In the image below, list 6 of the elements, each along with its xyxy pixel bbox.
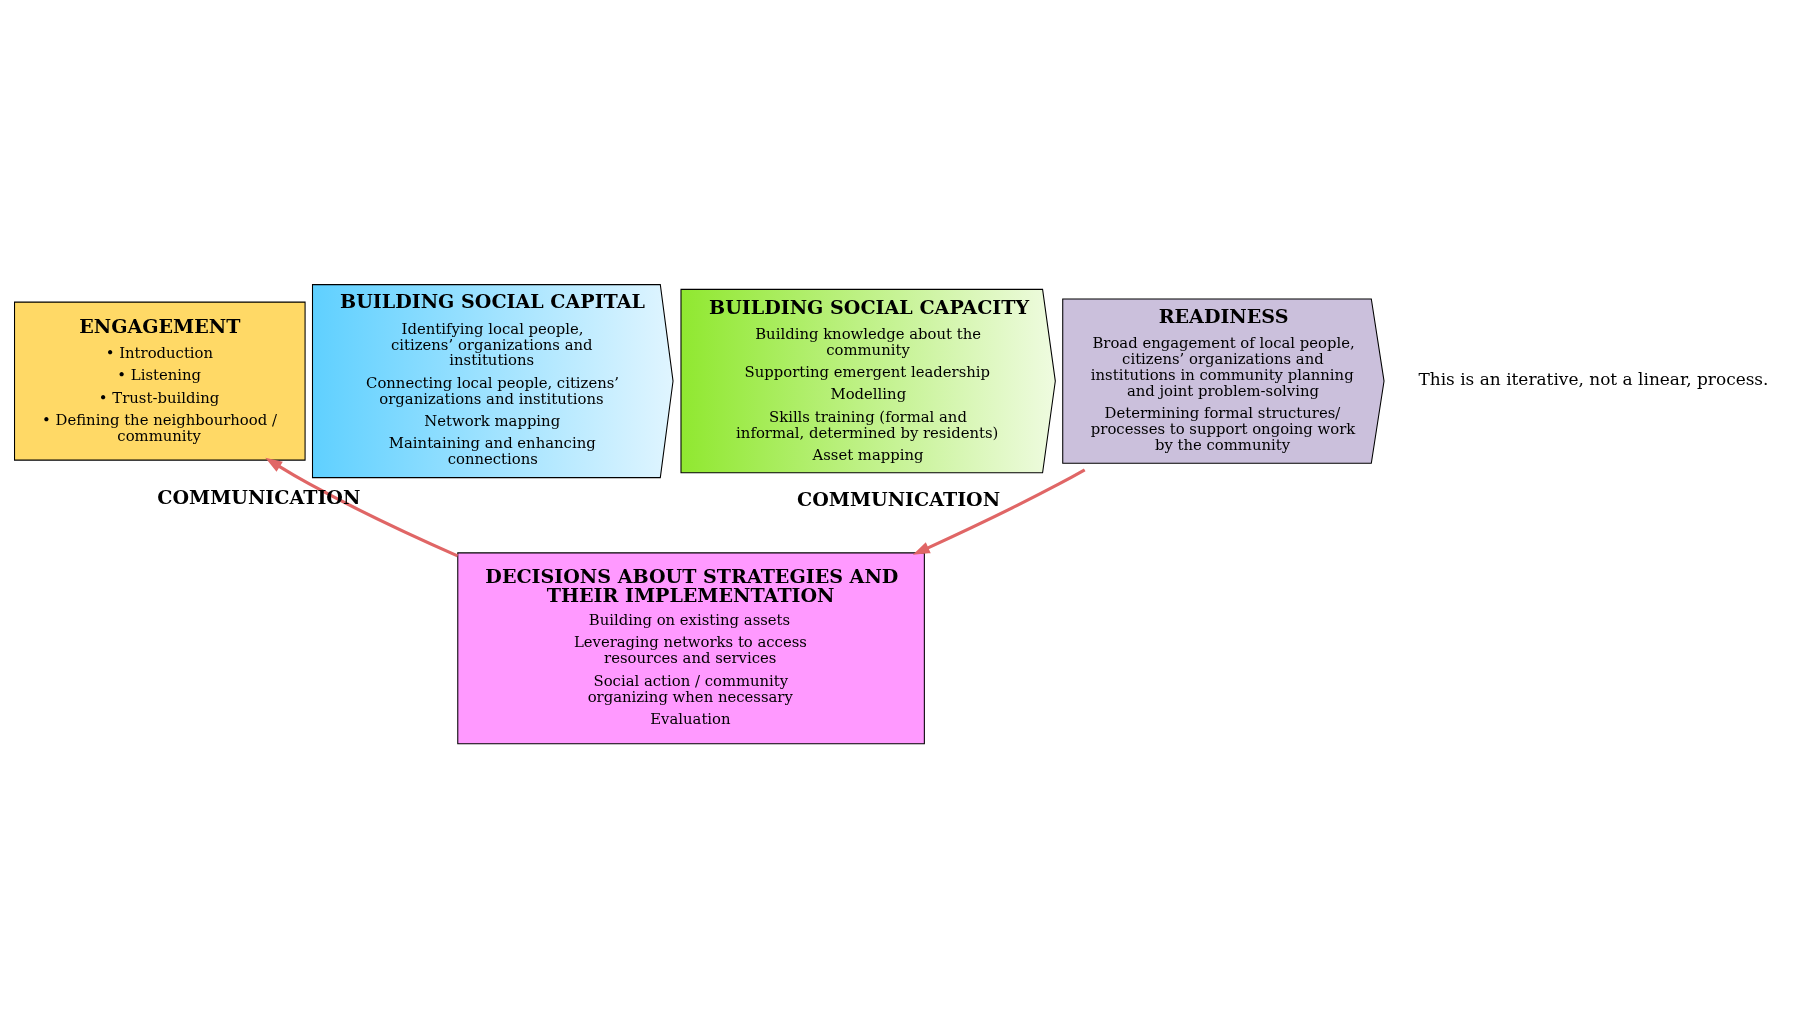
arrow <box>264 457 458 557</box>
arrow <box>912 468 1085 555</box>
label: This is an iterative, not a linear, process. <box>1417 368 1768 389</box>
node-box: ENGAGEMENT • Introduction • Listening • Trust-building • Defining the neighbourhood / community <box>13 301 306 461</box>
node-box: DECISIONS ABOUT STRATEGIES AND THEIR IMPLEMENTATION Building on existing assets Leveraging networks to access resources and services Social action / community organizing when necessary Evaluation <box>456 551 925 744</box>
edge-label: COMMUNICATION <box>796 487 1000 510</box>
